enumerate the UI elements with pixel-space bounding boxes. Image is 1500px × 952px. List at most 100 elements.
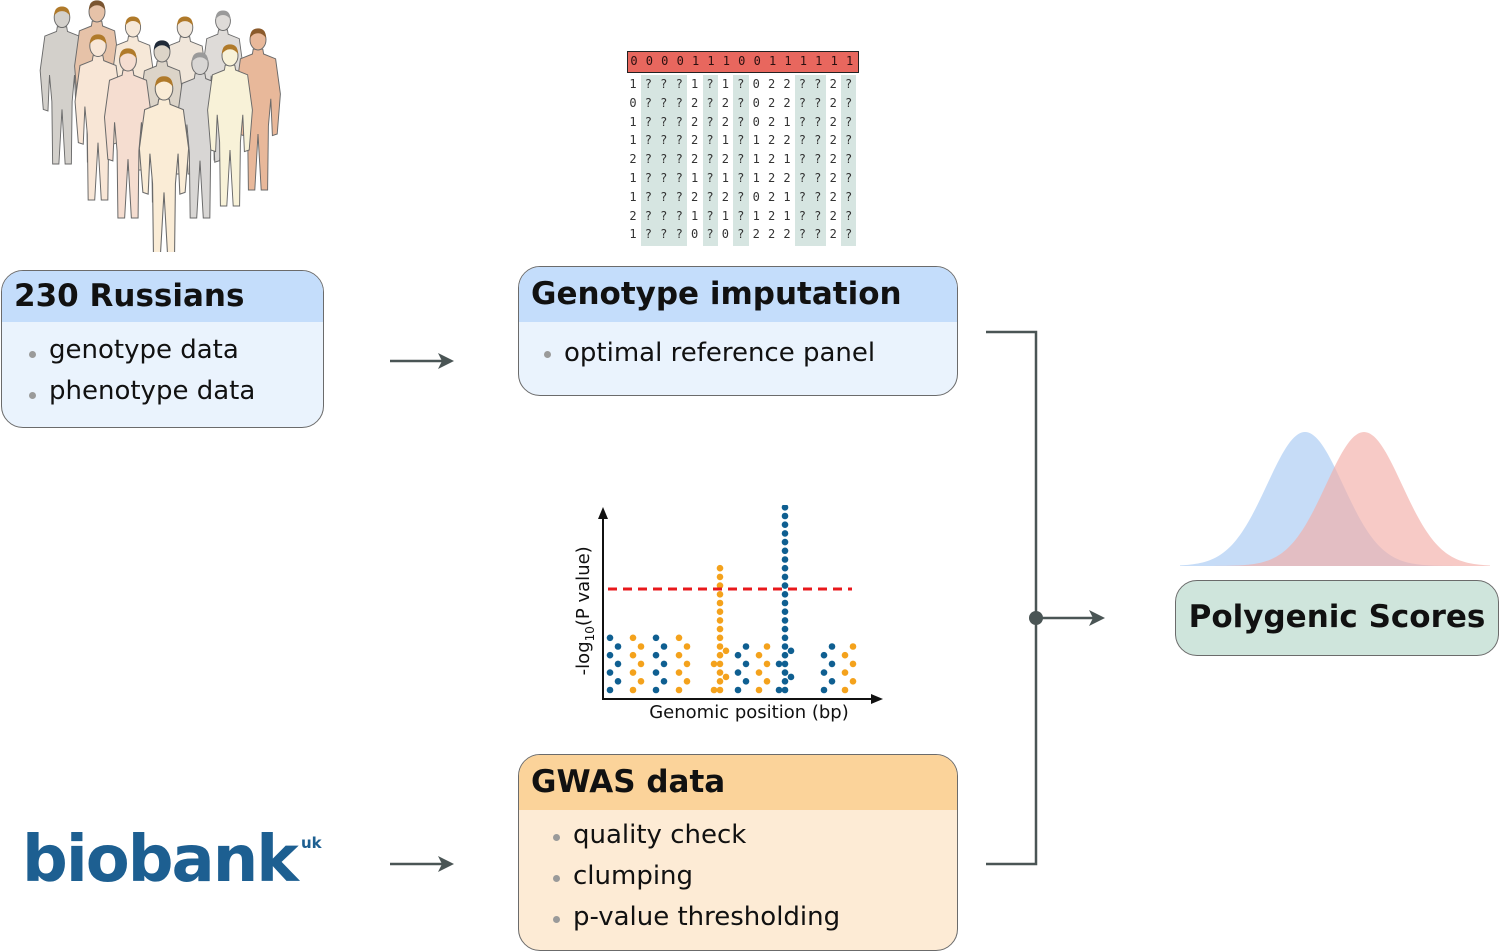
genotype-cell: 2 bbox=[829, 227, 837, 242]
genotype-cell: 0 bbox=[721, 227, 729, 242]
genotype-header-digit: 1 bbox=[707, 54, 715, 68]
genotype-cell: 1 bbox=[752, 152, 760, 167]
manhattan-point bbox=[849, 678, 857, 685]
manhattan-point bbox=[734, 686, 742, 694]
genotype-cell: 1 bbox=[629, 227, 637, 242]
genotype-cell: ? bbox=[644, 133, 652, 148]
genotype-header-digit: 1 bbox=[722, 54, 730, 68]
manhattan-point bbox=[841, 686, 849, 694]
genotype-cell: ? bbox=[798, 152, 806, 167]
genotype-cell: 2 bbox=[767, 227, 776, 242]
genotype-cell: ? bbox=[814, 95, 822, 110]
genotype-cell: 2 bbox=[721, 114, 729, 129]
biobank-wordmark: biobank bbox=[22, 823, 299, 897]
manhattan-point bbox=[629, 634, 637, 642]
missing-column-shade bbox=[671, 75, 688, 247]
genotype-cell: 1 bbox=[783, 208, 791, 223]
manhattan-point bbox=[828, 678, 836, 685]
manhattan-point bbox=[606, 686, 614, 694]
genotype-cell: 2 bbox=[783, 227, 791, 242]
manhattan-point bbox=[781, 634, 789, 642]
genotype-cell: 1 bbox=[783, 152, 791, 167]
genotype-cell: 1 bbox=[752, 208, 760, 223]
genotype-cell: ? bbox=[844, 77, 853, 91]
genotype-cell: 1 bbox=[783, 189, 791, 204]
genotype-cell: ? bbox=[706, 227, 714, 242]
arrowhead-icon bbox=[438, 353, 454, 369]
manhattan-point bbox=[606, 669, 614, 676]
genotype-header-digit: 1 bbox=[845, 54, 854, 68]
genotype-cell: 0 bbox=[752, 189, 760, 204]
manhattan-point bbox=[716, 660, 724, 668]
manhattan-point bbox=[716, 599, 724, 607]
manhattan-plot bbox=[598, 505, 883, 704]
manhattan-point bbox=[652, 686, 660, 694]
genotype-cell: 1 bbox=[690, 208, 699, 223]
genotype-cell: ? bbox=[814, 189, 822, 204]
person-figure bbox=[138, 76, 190, 252]
missing-column-shade bbox=[640, 75, 657, 247]
manhattan-point bbox=[755, 686, 763, 694]
manhattan-point bbox=[755, 669, 763, 676]
x-axis-arrow bbox=[871, 694, 883, 704]
genotype-cell: ? bbox=[844, 208, 853, 223]
genotype-cell: 0 bbox=[752, 95, 760, 110]
manhattan-point bbox=[660, 643, 668, 650]
manhattan-point bbox=[781, 617, 789, 624]
genotype-cell: 0 bbox=[752, 77, 760, 91]
genotype-cell: 1 bbox=[629, 77, 637, 91]
genotype-cell: ? bbox=[814, 227, 822, 242]
manhattan-point bbox=[828, 660, 836, 668]
genotype-cell: ? bbox=[814, 152, 822, 167]
manhattan-point bbox=[734, 651, 742, 659]
genotype-cell: ? bbox=[706, 95, 714, 110]
genotype-cell: 2 bbox=[829, 114, 837, 129]
genotype-cell: 2 bbox=[783, 95, 791, 110]
manhattan-point bbox=[652, 651, 660, 659]
people-illustration bbox=[39, 0, 281, 252]
genotype-cell: ? bbox=[644, 95, 652, 110]
genotype-cell: 2 bbox=[690, 189, 699, 204]
pgs-title: Polygenic Scores bbox=[1188, 599, 1486, 635]
genotype-cell: 2 bbox=[767, 133, 776, 148]
genotype-cell: 2 bbox=[829, 208, 837, 223]
genotype-cell: ? bbox=[644, 152, 652, 167]
genotype-cell: 2 bbox=[783, 171, 791, 185]
manhattan-point bbox=[781, 678, 789, 685]
manhattan-point bbox=[742, 660, 750, 668]
genotype-cell: 2 bbox=[829, 95, 837, 110]
genotype-cell: ? bbox=[798, 208, 806, 223]
imputation-list: optimal reference panel bbox=[519, 322, 957, 371]
junction-dot bbox=[1029, 611, 1043, 625]
genotype-cell: ? bbox=[737, 95, 745, 110]
biobank-logo: biobank uk bbox=[22, 823, 322, 897]
genotype-cell: ? bbox=[737, 133, 745, 148]
manhattan-point bbox=[763, 660, 771, 668]
genotype-cell: ? bbox=[844, 133, 853, 148]
genotype-cell: ? bbox=[814, 171, 822, 185]
manhattan-point bbox=[722, 673, 730, 681]
genotype-cell: ? bbox=[660, 133, 668, 148]
genotype-cell: 1 bbox=[721, 171, 729, 185]
manhattan-point bbox=[716, 625, 724, 633]
manhattan-point bbox=[675, 669, 683, 676]
gwas-list: quality check clumping p-value threshold… bbox=[519, 810, 957, 938]
pgs-box: Polygenic Scores bbox=[1175, 580, 1499, 656]
manhattan-point bbox=[716, 582, 724, 589]
manhattan-point bbox=[734, 669, 742, 676]
genotype-cell: ? bbox=[737, 171, 745, 185]
manhattan-point bbox=[716, 678, 724, 685]
genotype-cell: ? bbox=[660, 189, 668, 204]
list-item: clumping bbox=[553, 856, 957, 897]
manhattan-point bbox=[787, 673, 795, 681]
genotype-cell: ? bbox=[814, 208, 822, 223]
manhattan-point bbox=[652, 669, 660, 676]
genotype-cell: 2 bbox=[767, 95, 776, 110]
genotype-cell: 2 bbox=[767, 171, 776, 185]
genotype-cell: ? bbox=[660, 208, 668, 223]
genotype-cell: ? bbox=[706, 133, 714, 148]
genotype-header-digit: 1 bbox=[815, 54, 823, 68]
missing-column-shade bbox=[733, 75, 749, 247]
genotype-cell: ? bbox=[798, 95, 806, 110]
